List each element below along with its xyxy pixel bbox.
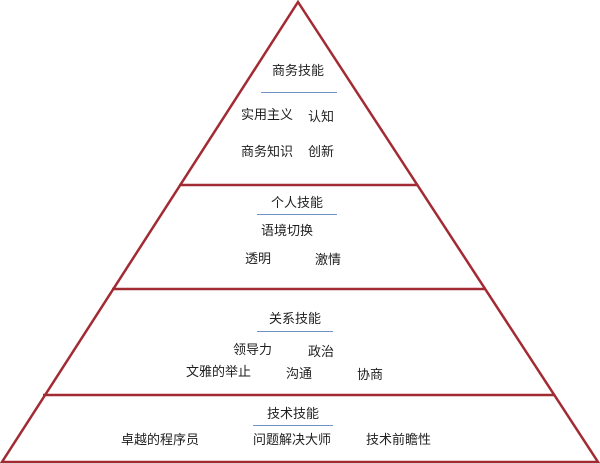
tier-item-innovation: 创新: [308, 145, 335, 160]
tier-title-underline: [257, 331, 333, 332]
tier-item-business-knowledge: 商务知识: [241, 145, 294, 160]
tier-item-passion: 激情: [315, 253, 342, 268]
tier-title-underline: [261, 92, 337, 93]
tier-item-leadership: 领导力: [233, 343, 273, 358]
tier-item-communication: 沟通: [286, 367, 313, 382]
tier-title-business: 商务技能: [271, 64, 325, 79]
tier-item-transparency: 透明: [245, 252, 272, 267]
tier-title-personal: 个人技能: [270, 196, 324, 211]
tier-title-technical: 技术技能: [266, 407, 320, 422]
tier-item-context-switching: 语境切换: [261, 224, 314, 239]
tier-item-cognition: 认知: [308, 110, 335, 125]
tier-item-problem-solver: 问题解决大师: [253, 433, 332, 448]
tier-title-underline: [253, 425, 333, 426]
tier-item-negotiation: 协商: [357, 368, 384, 383]
tier-item-grace: 文雅的举止: [186, 365, 252, 380]
tier-title-underline: [257, 214, 337, 215]
tier-item-excellent-programmer: 卓越的程序员: [121, 433, 200, 448]
tier-title-relationship: 关系技能: [268, 312, 322, 327]
tier-item-tech-foresight: 技术前瞻性: [366, 433, 432, 448]
tier-item-politics: 政治: [308, 345, 335, 360]
tier-item-pragmatism: 实用主义: [241, 108, 294, 123]
